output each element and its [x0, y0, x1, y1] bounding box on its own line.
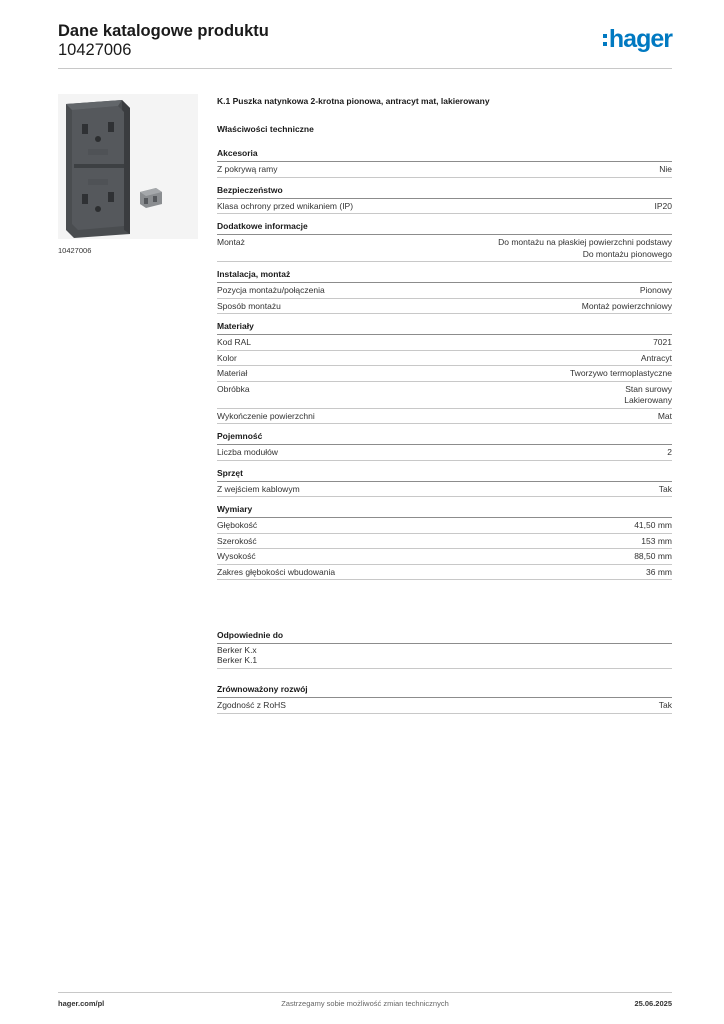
spec-label: Liczba modułów — [217, 447, 278, 457]
spec-value: Do montażu na płaskiej powierzchni podst… — [498, 237, 672, 259]
image-caption: 10427006 — [58, 246, 92, 255]
logo-text: hager — [608, 25, 673, 53]
spec-label: Zgodność z RoHS — [217, 700, 286, 710]
spec-value: 88,50 mm — [634, 551, 672, 561]
spec-group-safety: Bezpieczeństwo Klasa ochrony przed wnika… — [217, 185, 673, 214]
product-image — [58, 94, 198, 239]
spec-row: Z wejściem kablowym Tak — [217, 482, 672, 497]
header-divider — [58, 68, 672, 69]
spec-group-installation: Instalacja, montaż Pozycja montażu/połąc… — [217, 269, 672, 314]
spec-label: Szerokość — [217, 535, 257, 546]
spec-label: Zakres głębokości wbudowania — [217, 566, 336, 577]
spec-label: Sposób montażu — [217, 300, 281, 311]
spec-row: Z pokrywą ramy Nie — [217, 162, 672, 178]
spec-label: Głębokość — [217, 520, 258, 530]
footer-note: Zastrzegamy sobie możliwość zmian techni… — [281, 999, 449, 1008]
group-title: Akcesoria — [217, 148, 672, 162]
compatible-item: Berker K.x — [217, 645, 257, 655]
group-title: Sprzęt — [217, 468, 672, 482]
spec-value: Antracyt — [640, 352, 672, 363]
product-number: 10427006 — [58, 41, 132, 59]
group-title: Bezpieczeństwo — [217, 185, 672, 199]
spec-value: Tak — [658, 700, 672, 710]
document-title: Dane katalogowe produktu — [58, 22, 269, 40]
footer-date: 25.06.2025 — [634, 999, 672, 1008]
spec-value: Tak — [658, 483, 672, 494]
hager-logo: hager — [602, 25, 673, 53]
spec-value: Montaż powierzchniowy — [581, 300, 672, 311]
spec-label: Obróbka — [217, 383, 250, 394]
spec-row: Montaż Do montażu na płaskiej powierzchn… — [217, 235, 672, 262]
technical-specs: K.1 Puszka natynkowa 2-krotna pionowa, a… — [217, 96, 672, 587]
spec-value: 7021 — [653, 337, 672, 347]
spec-value: 41,50 mm — [634, 520, 672, 530]
spec-row: Wykończenie powierzchni Mat — [217, 409, 672, 424]
sustainability-group: Zrównoważony rozwój Zgodność z RoHS Tak — [217, 684, 672, 714]
spec-row: Pozycja montażu/połączenia Pionowy — [217, 283, 672, 299]
document-header: Dane katalogowe produktu 10427006 hager — [58, 22, 673, 70]
spec-value: 36 mm — [646, 566, 672, 577]
spec-label: Materiał — [217, 368, 248, 378]
spec-label: Wysokość — [217, 551, 256, 561]
logo-colon-icon — [602, 34, 607, 46]
spec-row: Klasa ochrony przed wnikaniem (IP) IP20 — [217, 199, 673, 214]
technical-properties-heading: Właściwości techniczne — [217, 124, 314, 134]
group-title: Zrównoważony rozwój — [217, 684, 672, 698]
spec-group-hardware: Sprzęt Z wejściem kablowym Tak — [217, 468, 672, 497]
spec-row: Zgodność z RoHS Tak — [217, 698, 672, 714]
spec-label: Pozycja montażu/połączenia — [217, 285, 325, 295]
group-title: Odpowiednie do — [217, 630, 672, 644]
spec-group-materials: Materiały Kod RAL 7021 Kolor Antracyt Ma… — [217, 321, 672, 424]
spec-value: IP20 — [654, 200, 673, 211]
group-title: Wymiary — [217, 504, 672, 518]
spec-group-capacity: Pojemność Liczba modułów 2 — [217, 431, 672, 461]
spec-group-accessories: Akcesoria Z pokrywą ramy Nie — [217, 148, 672, 178]
group-title: Dodatkowe informacje — [217, 221, 672, 235]
spec-group-additional-info: Dodatkowe informacje Montaż Do montażu n… — [217, 221, 672, 262]
compatible-with-group: Odpowiednie do Berker K.x Berker K.1 — [217, 630, 672, 669]
spec-label: Kod RAL — [217, 337, 252, 347]
spec-label: Wykończenie powierzchni — [217, 410, 315, 421]
additional-sections: Odpowiednie do Berker K.x Berker K.1 Zró… — [217, 630, 672, 729]
spec-row: Szerokość 153 mm — [217, 534, 672, 549]
spec-value: Pionowy — [639, 285, 672, 295]
spec-row: Sposób montażu Montaż powierzchniowy — [217, 299, 672, 314]
spec-label: Z pokrywą ramy — [217, 164, 278, 174]
spec-row: Zakres głębokości wbudowania 36 mm — [217, 565, 672, 580]
group-title: Instalacja, montaż — [217, 269, 672, 283]
footer-website-link[interactable]: hager.com/pl — [58, 999, 105, 1008]
spec-row: Liczba modułów 2 — [217, 445, 672, 461]
product-box-illustration — [58, 94, 198, 239]
group-title: Pojemność — [217, 431, 672, 445]
spec-value: Mat — [657, 410, 672, 421]
spec-row: Głębokość 41,50 mm — [217, 518, 672, 534]
spec-value: Tworzywo termoplastyczne — [569, 368, 672, 378]
spec-row: Obróbka Stan surowy Lakierowany — [217, 382, 672, 409]
group-title: Materiały — [217, 321, 672, 335]
spec-label: Klasa ochrony przed wnikaniem (IP) — [217, 200, 354, 211]
product-name: K.1 Puszka natynkowa 2-krotna pionowa, a… — [217, 96, 490, 106]
compatible-item: Berker K.1 — [217, 654, 258, 665]
spec-row: Wysokość 88,50 mm — [217, 549, 672, 565]
spec-value: 2 — [667, 447, 672, 457]
spec-value: Nie — [659, 164, 672, 174]
spec-value: Stan surowy Lakierowany — [624, 383, 672, 406]
spec-row: Kod RAL 7021 — [217, 335, 672, 351]
spec-label: Z wejściem kablowym — [217, 483, 300, 494]
compatible-list: Berker K.x Berker K.1 — [217, 644, 672, 669]
spec-row: Materiał Tworzywo termoplastyczne — [217, 366, 672, 382]
spec-label: Kolor — [217, 352, 237, 363]
spec-value: 153 mm — [641, 535, 672, 546]
spec-row: Kolor Antracyt — [217, 351, 672, 366]
spec-group-dimensions: Wymiary Głębokość 41,50 mm Szerokość 153… — [217, 504, 672, 580]
spec-label: Montaż — [217, 237, 245, 247]
footer-divider — [58, 992, 672, 993]
